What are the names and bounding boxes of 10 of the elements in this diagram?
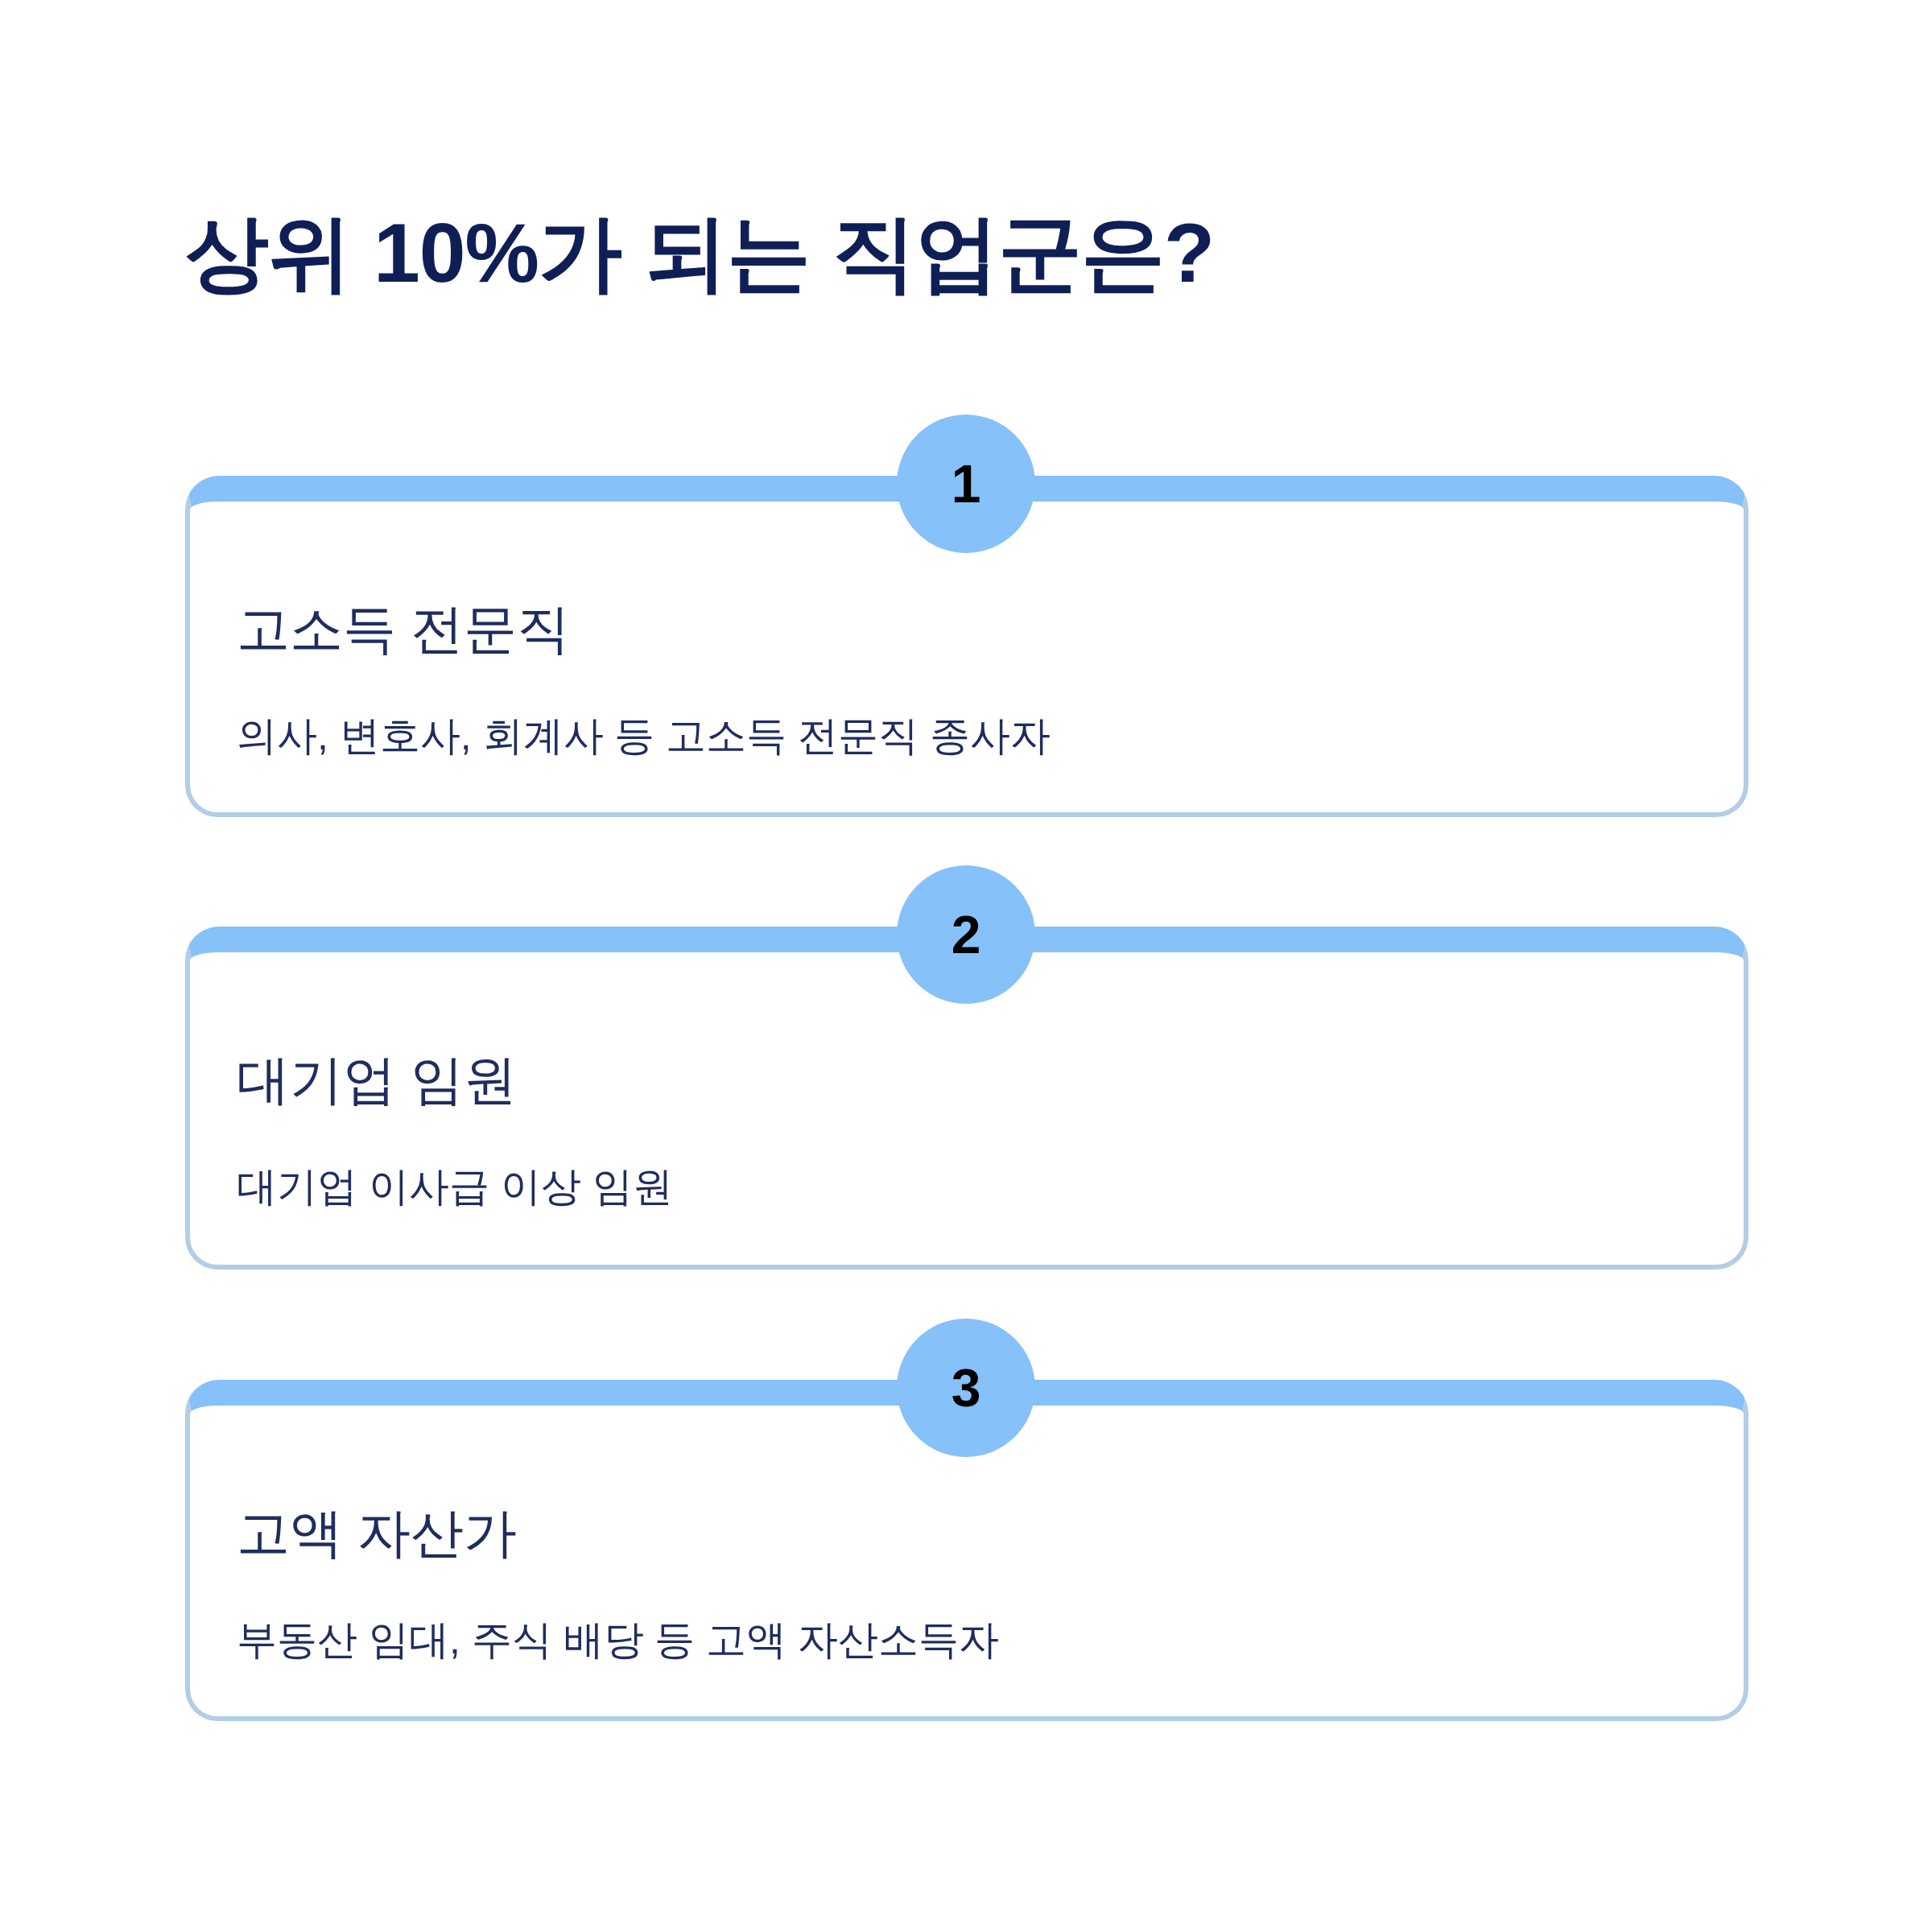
step-number: 1 [897,415,1035,553]
card-heading: 고액 자산가 [237,1502,518,1564]
card-heading: 고소득 전문직 [237,598,571,660]
step-number: 3 [897,1319,1035,1457]
card-description: 의사, 변호사, 회계사 등 고소득 전문직 종사자 [237,712,1051,760]
card-description: 대기업 이사급 이상 임원 [237,1163,673,1211]
card-heading: 대기업 임원 [237,1049,518,1111]
title: 상위 10%가 되는 직업군은? [185,205,1215,301]
card-description: 부동산 임대, 주식 배당 등 고액 자산소득자 [237,1616,1000,1664]
step-number: 2 [897,865,1035,1004]
